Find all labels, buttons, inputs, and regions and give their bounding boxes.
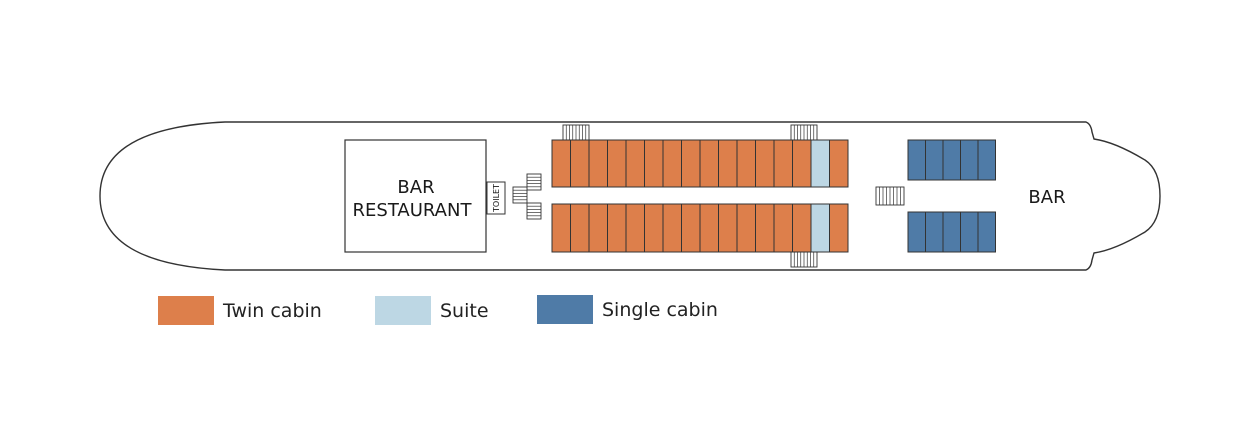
twin-cabin-upper	[588, 139, 608, 188]
twin-cabin-lower	[625, 203, 645, 253]
twin-cabin-upper	[736, 139, 756, 188]
single-cabin-lower	[960, 211, 979, 253]
twin-cabin-upper	[773, 139, 793, 188]
single-cabin-upper	[960, 139, 979, 181]
single-cabin-lower	[942, 211, 961, 253]
single-cabin-lower	[907, 211, 926, 253]
twin-cabin-lower	[607, 203, 627, 253]
bar-restaurant-room	[344, 139, 487, 253]
legend-suite: Suite	[375, 296, 489, 325]
bar-label: BAR	[1028, 187, 1065, 208]
legend-single: Single cabin	[537, 295, 718, 324]
twin-cabin-upper	[699, 139, 719, 188]
legend-label-single: Single cabin	[602, 298, 718, 321]
bar-restaurant-label-line2: RESTAURANT	[353, 200, 473, 221]
legend-swatch-single	[537, 295, 593, 324]
twin-cabin-upper	[607, 139, 627, 188]
single-cabin-upper	[942, 139, 961, 181]
twin-cabin-lower	[773, 203, 793, 253]
single-cabin-lower	[925, 211, 944, 253]
suite-cabin-lower	[810, 203, 830, 253]
stair-block	[790, 124, 818, 141]
twin-cabin-lower	[718, 203, 738, 253]
legend-swatch-suite	[375, 296, 431, 325]
twin-cabin-upper	[829, 139, 849, 188]
twin-cabin-lower	[699, 203, 719, 253]
twin-cabin-upper	[625, 139, 645, 188]
cabins	[551, 139, 996, 253]
legend-label-twin: Twin cabin	[223, 299, 322, 322]
stair-block	[526, 173, 542, 191]
stair-block	[526, 202, 542, 220]
single-cabin-upper	[907, 139, 926, 181]
twin-cabin-lower	[551, 203, 571, 253]
twin-cabin-upper	[644, 139, 664, 188]
stair-block	[790, 251, 818, 268]
toilet-label: TOILET	[492, 184, 501, 213]
single-cabin-upper	[977, 139, 996, 181]
toilet-box	[486, 181, 506, 215]
twin-cabin-upper	[755, 139, 775, 188]
legend-twin: Twin cabin	[158, 296, 322, 325]
twin-cabin-upper	[662, 139, 682, 188]
twin-cabin-lower	[570, 203, 590, 253]
stair-block	[562, 124, 590, 141]
suite-cabin-upper	[810, 139, 830, 188]
stair-block	[512, 186, 528, 204]
twin-cabin-lower	[644, 203, 664, 253]
stair-block	[875, 186, 905, 206]
twin-cabin-upper	[551, 139, 571, 188]
single-cabin-upper	[925, 139, 944, 181]
twin-cabin-upper	[570, 139, 590, 188]
twin-cabin-lower	[755, 203, 775, 253]
twin-cabin-upper	[681, 139, 701, 188]
single-cabin-lower	[977, 211, 996, 253]
twin-cabin-lower	[588, 203, 608, 253]
bar-restaurant-label-line1: BAR	[397, 177, 434, 198]
twin-cabin-lower	[736, 203, 756, 253]
twin-cabin-lower	[681, 203, 701, 253]
legend-swatch-twin	[158, 296, 214, 325]
twin-cabin-lower	[662, 203, 682, 253]
twin-cabin-lower	[792, 203, 812, 253]
twin-cabin-upper	[792, 139, 812, 188]
twin-cabin-upper	[718, 139, 738, 188]
legend-label-suite: Suite	[440, 299, 489, 322]
twin-cabin-lower	[829, 203, 849, 253]
